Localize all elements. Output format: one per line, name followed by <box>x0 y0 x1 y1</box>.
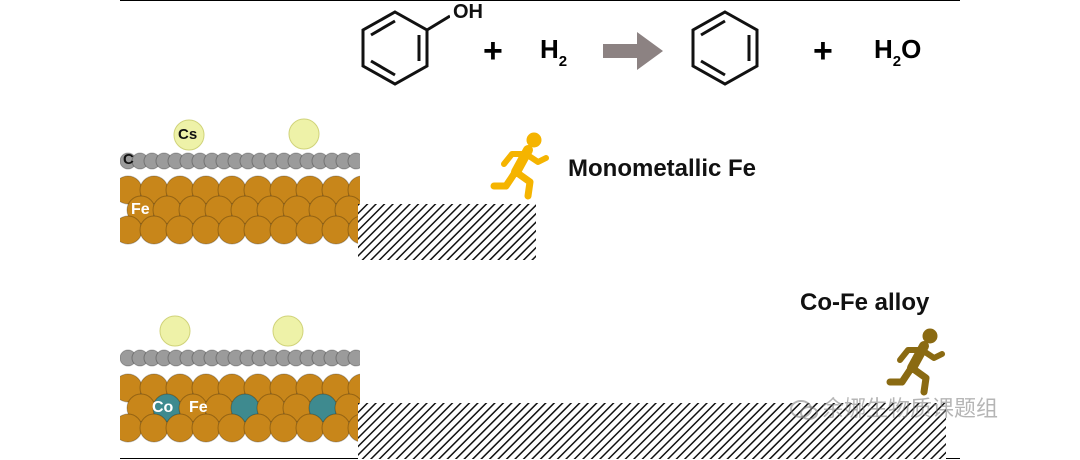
activity-bar-bottom <box>358 403 946 459</box>
carbon-atom <box>347 349 360 367</box>
runner-icon-top <box>490 132 549 200</box>
plus-sign-2: + <box>813 32 833 70</box>
runner-icon-bottom <box>886 328 945 396</box>
fe-atom <box>269 413 299 443</box>
fe-atom <box>334 393 360 423</box>
cs-label: Cs <box>178 126 198 143</box>
plus-sign-1: + <box>483 32 503 70</box>
fe-atom <box>165 215 195 245</box>
fe-layer-top <box>120 175 360 245</box>
cs-atom <box>272 315 304 347</box>
carbon-label: C <box>123 151 134 168</box>
fe-atom <box>334 195 360 225</box>
h2o-sub: 2 <box>892 53 902 71</box>
cofe-layer <box>120 373 360 443</box>
cofe-alloy-title: Co-Fe alloy <box>800 289 930 316</box>
fe-atom <box>191 215 221 245</box>
fe-atom <box>321 215 351 245</box>
co-label: Co <box>152 399 174 416</box>
fe-atom <box>217 215 247 245</box>
watermark-icon <box>790 398 818 427</box>
reaction-arrow-shape <box>603 32 663 70</box>
carbon-atom <box>347 152 360 170</box>
fe-label-bottom: Fe <box>189 399 208 416</box>
fe-atom <box>269 215 299 245</box>
activity-bar-top <box>358 204 536 260</box>
fe-atom <box>243 413 273 443</box>
oh-label: OH <box>453 1 483 23</box>
benzene-structure <box>691 10 759 86</box>
watermark-text: 余娜生物质课题组 <box>822 397 999 422</box>
h2o-tail: O <box>901 34 922 64</box>
h2o-base: H <box>874 34 893 64</box>
fe-atom <box>295 215 325 245</box>
fe-label-top: Fe <box>131 201 150 218</box>
h2-base: H <box>540 34 559 64</box>
fe-atom <box>347 413 360 443</box>
cs-atom <box>288 118 320 150</box>
monometallic-fe-title: Monometallic Fe <box>568 155 757 182</box>
top-border-line <box>120 0 960 1</box>
fe-atom <box>139 215 169 245</box>
carbon-layer-top <box>120 152 360 170</box>
h2o-formula: H2O <box>874 34 921 75</box>
hatched-bar-top <box>358 204 536 260</box>
cs-atom <box>159 315 191 347</box>
fe-atom <box>165 413 195 443</box>
bottom-slab-model <box>120 315 360 443</box>
h2-sub: 2 <box>558 53 568 71</box>
fe-atom <box>321 413 351 443</box>
cs-atom <box>173 119 205 151</box>
hatched-bar-bottom <box>358 403 946 459</box>
fe-atom <box>139 413 169 443</box>
carbon-layer-bottom <box>120 349 360 367</box>
fe-atom <box>347 215 360 245</box>
top-slab-model <box>120 118 360 245</box>
fe-atom <box>217 413 247 443</box>
fe-atom <box>243 215 273 245</box>
fe-atom <box>191 413 221 443</box>
fe-atom <box>295 413 325 443</box>
reaction-arrow <box>603 32 663 70</box>
phenol-structure <box>361 10 450 86</box>
h2-formula: H2 <box>540 34 567 75</box>
